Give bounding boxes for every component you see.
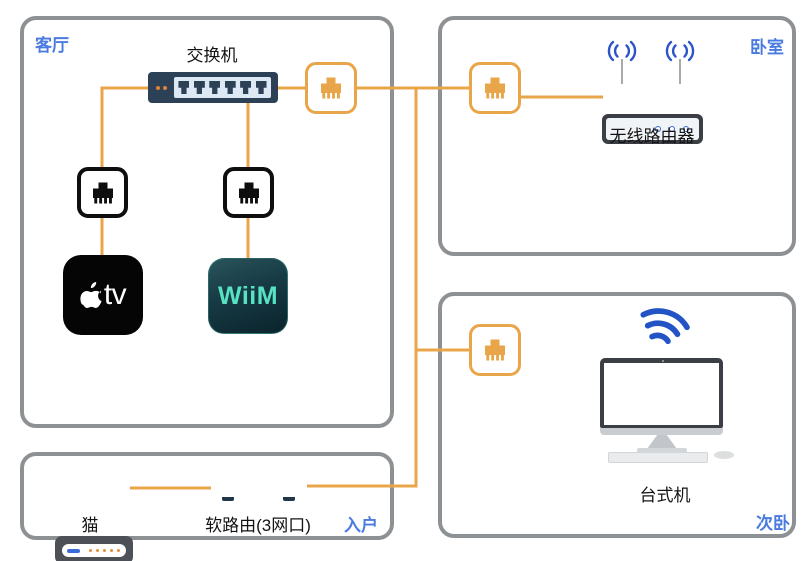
switch-port-icon [209, 81, 221, 94]
antenna-signal-icon [607, 40, 637, 62]
modem-faceplate [62, 544, 126, 557]
switch-port-icon [178, 81, 190, 94]
router-faceplate [606, 118, 699, 140]
wiim-label: WiiM [217, 281, 279, 310]
modem-led [110, 549, 113, 552]
soft-router-foot [283, 497, 295, 501]
wireless-router-label: 无线路由器 [609, 127, 695, 146]
keyboard [608, 452, 708, 463]
network-switch [148, 72, 278, 103]
room-label-second-bedroom: 次卧 [756, 514, 790, 533]
router-led [683, 126, 689, 132]
switch-port-icon [255, 81, 267, 94]
ethernet-port-icon [77, 167, 128, 218]
modem [55, 536, 133, 561]
modem-led [96, 549, 99, 552]
modem-indicator-bar [67, 548, 80, 553]
cable-switch-to-port1 [100, 86, 148, 168]
monitor-chin [600, 428, 723, 435]
switch-port-icon [224, 81, 236, 94]
cable-trunk-to-softrouter [307, 88, 418, 488]
switch-port-icon [240, 81, 252, 94]
apple-tv-label: tv [103, 278, 127, 311]
apple-tv-icon: tv [63, 255, 143, 335]
switch-port-icon [193, 81, 205, 94]
wireless-router [602, 114, 703, 144]
room-box-entry [20, 452, 394, 540]
soft-router-label: 软路由(3网口) [205, 516, 311, 535]
modem-led [103, 549, 106, 552]
ethernet-wall-port-icon-bedroom [469, 62, 521, 114]
ethernet-wall-port-icon-second-bedroom [469, 324, 521, 376]
soft-router-foot [222, 497, 234, 501]
antenna-signal-icon [665, 40, 695, 62]
switch-port-panel [174, 77, 271, 98]
desktop-label: 台式机 [639, 486, 691, 505]
modem-led [117, 549, 120, 552]
desktop-monitor [600, 358, 723, 428]
room-label-bedroom: 卧室 [750, 38, 784, 57]
ethernet-port-icon [223, 167, 274, 218]
switch-led [156, 86, 160, 90]
modem-led [89, 549, 92, 552]
router-antenna [679, 59, 681, 84]
router-led [669, 126, 675, 132]
switch-led [163, 86, 167, 90]
switch-label: 交换机 [186, 46, 238, 65]
apple-logo-icon [80, 282, 102, 308]
room-label-entry: 入户 [344, 516, 378, 535]
monitor-camera [661, 359, 664, 362]
ethernet-wall-port-icon-living [305, 62, 357, 114]
wiim-icon: WiiM [208, 258, 288, 334]
room-label-living: 客厅 [35, 36, 69, 55]
router-antenna [621, 59, 623, 84]
monitor-screen [604, 363, 719, 425]
router-led [655, 126, 661, 132]
mouse [714, 451, 734, 459]
wifi-icon [640, 308, 690, 345]
monitor-base [637, 448, 687, 453]
modem-label: 猫 [81, 516, 99, 535]
